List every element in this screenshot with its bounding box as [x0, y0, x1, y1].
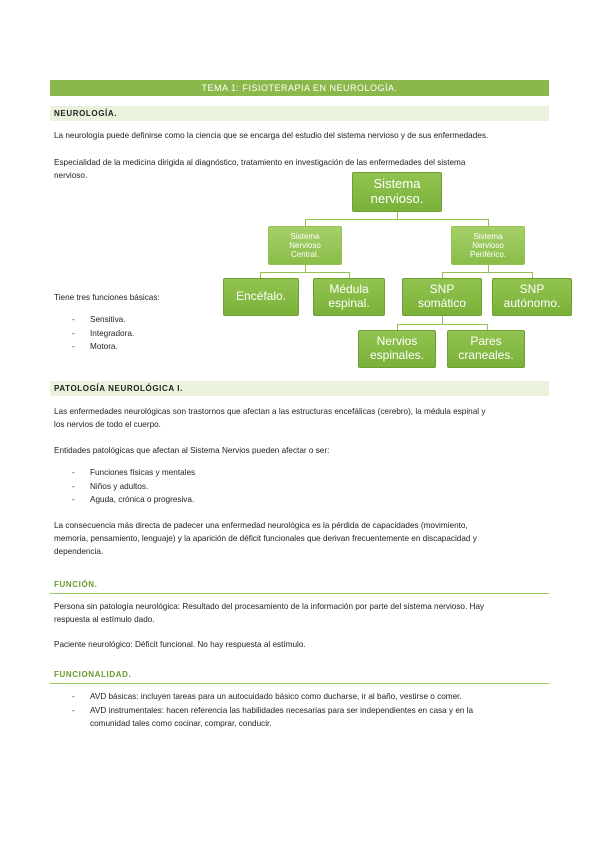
list-item: Niños y adultos. — [72, 480, 195, 494]
heading-patologia: PATOLOGÍA NEUROLÓGICA I. — [50, 381, 549, 396]
list-item: AVD instrumentales: hacen referencia las… — [72, 704, 473, 731]
neurologia-paragraph-2: Especialidad de la medicina dirigida al … — [54, 158, 466, 180]
funciones-list: Sensitiva. Integradora. Motora. — [72, 313, 134, 354]
list-item: Motora. — [72, 340, 134, 354]
heading-funcionalidad: FUNCIONALIDAD. — [50, 668, 549, 684]
funcionalidad-list: AVD básicas: incluyen tareas para un aut… — [72, 690, 473, 731]
patologia-list: Funciones físicas y mentales Niños y adu… — [72, 466, 195, 507]
patologia-paragraph-3: La consecuencia más directa de padecer u… — [54, 521, 477, 556]
list-item: AVD básicas: incluyen tareas para un aut… — [72, 690, 473, 704]
list-item: Sensitiva. — [72, 313, 134, 327]
funcion-paragraph-2: Paciente neurológico: Déficit funcional.… — [54, 640, 306, 649]
funciones-intro: Tiene tres funciones básicas: — [54, 293, 160, 302]
list-item: Aguda, crónica o progresiva. — [72, 493, 195, 507]
diagram-node-encefalo: Encéfalo. — [223, 278, 299, 316]
patologia-paragraph-2: Entidades patológicas que afectan al Sis… — [54, 446, 330, 455]
neurologia-paragraph-1: La neurología puede definirse como la ci… — [54, 131, 489, 140]
heading-funcion: FUNCIÓN. — [50, 578, 549, 594]
heading-neurologia: NEUROLOGÍA. — [50, 106, 549, 121]
list-item: Funciones físicas y mentales — [72, 466, 195, 480]
patologia-paragraph-1: Las enfermedades neurológicas son trasto… — [54, 407, 486, 429]
document-title: TEMA 1: FISIOTERAPIA EN NEUROLOGÍA. — [50, 80, 549, 96]
funcion-paragraph-1: Persona sin patología neurológica: Resul… — [54, 602, 485, 624]
list-item: Integradora. — [72, 327, 134, 341]
